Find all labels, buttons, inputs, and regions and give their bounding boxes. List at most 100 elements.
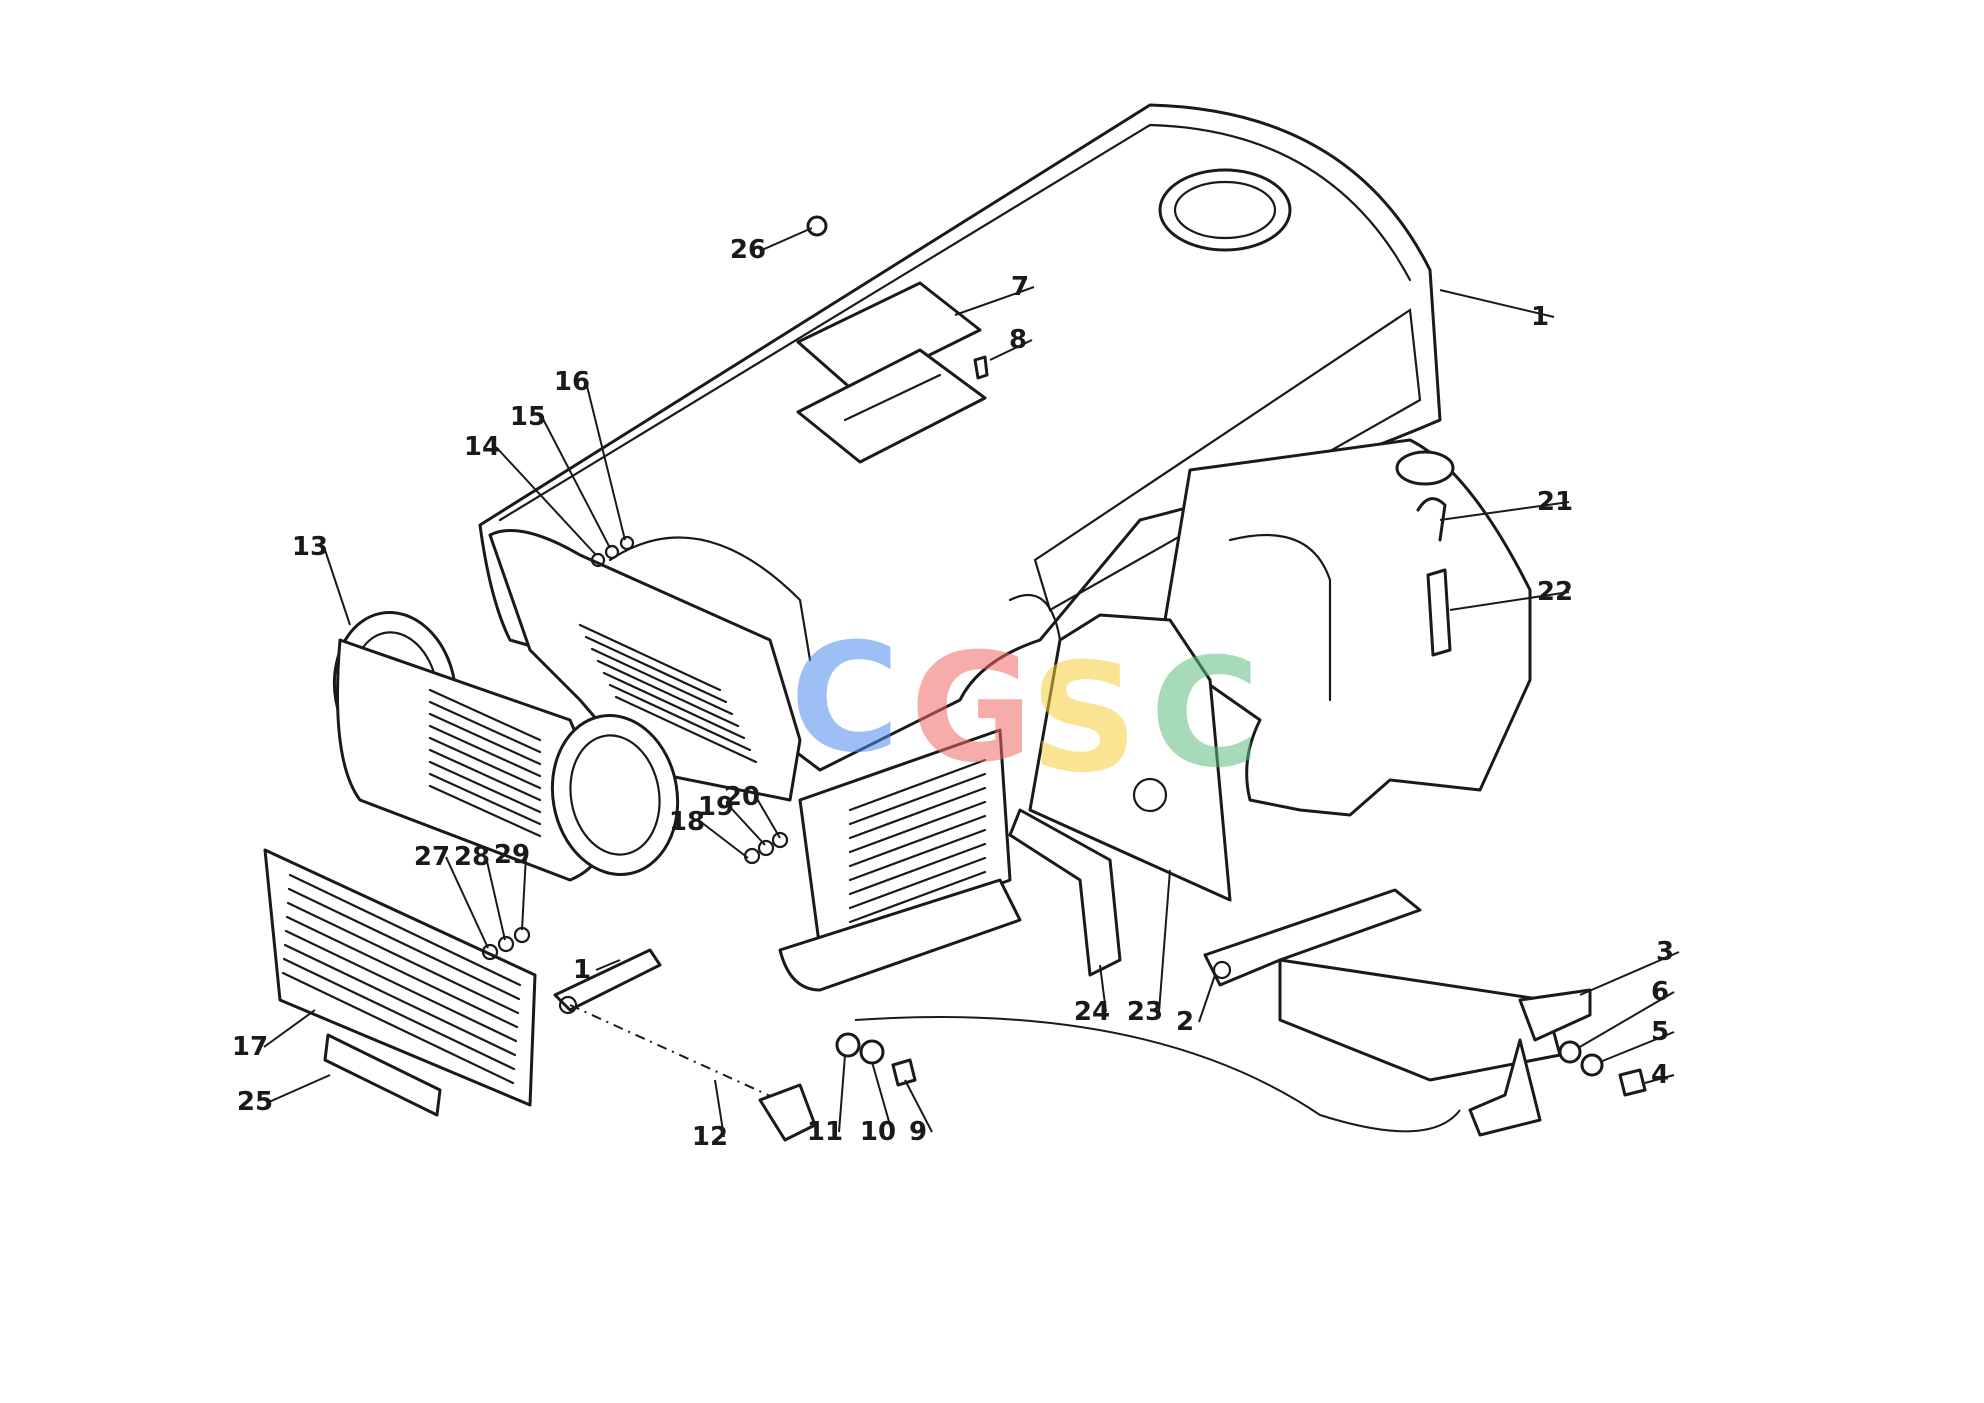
callout-14: 14 (464, 432, 500, 462)
vent-slat (281, 971, 515, 1085)
vent-slat (428, 760, 542, 814)
grille-housing (488, 529, 1022, 992)
leader-line-27 (445, 856, 489, 949)
callout-17: 17 (232, 1032, 268, 1062)
vent-slat (428, 712, 542, 766)
emblem-plate (323, 1033, 442, 1117)
leader-line-16 (585, 381, 626, 541)
vent-slat (288, 873, 522, 987)
bolt-29 (513, 926, 531, 944)
callout-1b: 1 (573, 955, 591, 985)
side-trim-strip (1008, 808, 1122, 977)
vent-slat (848, 842, 987, 896)
callout-13: 13 (292, 532, 328, 562)
leader-line-24 (1099, 964, 1107, 1013)
bolt-20 (771, 831, 789, 849)
vent-slat (428, 772, 542, 826)
leader-line-2 (1198, 974, 1216, 1023)
knob-26 (806, 215, 828, 237)
headlight-bezel-right (550, 713, 680, 877)
callout-25: 25 (237, 1087, 273, 1117)
watermark-letter: S (1030, 632, 1138, 806)
leader-line-9 (904, 1079, 933, 1133)
leader-line-19 (729, 806, 766, 846)
watermark-letter: C (1150, 627, 1260, 801)
vent-slat (428, 784, 542, 838)
callout-11: 11 (807, 1117, 843, 1147)
leader-line-1 (1439, 289, 1555, 318)
leader-line-13 (323, 546, 351, 626)
vent-slat (428, 688, 542, 742)
callout-21: 21 (1537, 487, 1573, 517)
callout-23: 23 (1127, 997, 1163, 1027)
vent-slat (608, 683, 752, 752)
washer-6 (1558, 1040, 1582, 1064)
callout-leaders (263, 227, 1680, 1138)
callout-5: 5 (1651, 1017, 1669, 1047)
rear-bracket (1203, 888, 1592, 1137)
leader-line-26 (761, 227, 813, 251)
vent-slat (428, 748, 542, 802)
front-grille-panel (263, 848, 537, 1107)
leader-line-10 (871, 1061, 893, 1133)
nut-14 (590, 552, 606, 568)
callout-8: 8 (1009, 325, 1027, 355)
vent-slat (848, 786, 987, 840)
vent-slat (283, 943, 517, 1057)
screw-8 (973, 355, 989, 380)
leader-line-15 (541, 416, 611, 549)
leader-line-4 (1644, 1074, 1675, 1084)
vent-slat (848, 856, 987, 910)
callout-2: 2 (1176, 1007, 1194, 1037)
callout-28: 28 (454, 842, 490, 872)
vent-slat (584, 635, 728, 704)
bolt-16 (619, 535, 635, 551)
vent-slat (596, 659, 740, 728)
hood-assembly (478, 103, 1442, 772)
callout-27: 27 (414, 842, 450, 872)
hinge-bracket-front (553, 948, 817, 1142)
hood-cable (854, 1016, 1461, 1133)
callout-29: 29 (494, 840, 530, 870)
washer-5 (1580, 1053, 1604, 1077)
washer-19 (757, 839, 775, 857)
callout-20: 20 (724, 782, 760, 812)
leader-line-5 (1599, 1031, 1675, 1063)
leader-line-29 (521, 854, 527, 931)
watermark-letter: C (790, 612, 900, 786)
leader-line-6 (1577, 991, 1675, 1049)
vent-slat (848, 814, 987, 868)
bolt-4 (1618, 1068, 1647, 1097)
latch-21 (1416, 497, 1447, 542)
leader-line-18 (700, 821, 749, 859)
leader-line-14 (495, 446, 597, 556)
vent-slat (590, 647, 734, 716)
washer-15 (604, 544, 620, 560)
bolt-9 (891, 1058, 917, 1087)
vent-slat (848, 772, 987, 826)
vent-slat (286, 901, 520, 1015)
vent-slat (848, 828, 987, 882)
leader-line-21 (1439, 501, 1570, 521)
callout-19: 19 (698, 792, 734, 822)
callout-6: 6 (1651, 977, 1669, 1007)
callout-7: 7 (1011, 272, 1029, 302)
nut-11 (835, 1032, 861, 1058)
spring-22 (1426, 568, 1452, 657)
callout-3: 3 (1656, 937, 1674, 967)
leader-line-8 (989, 339, 1033, 361)
vent-slat (428, 736, 542, 790)
leader-line-20 (755, 796, 781, 839)
nut-27 (481, 943, 499, 961)
vent-slat (602, 671, 746, 740)
leader-line-22 (1449, 591, 1570, 611)
callout-9: 9 (909, 1117, 927, 1147)
vent-slat (848, 870, 987, 924)
leader-line-7 (954, 286, 1035, 316)
side-panel (1028, 613, 1232, 902)
vent-slat (848, 758, 987, 812)
leader-line-17 (263, 1009, 316, 1048)
washer-10 (859, 1039, 885, 1065)
